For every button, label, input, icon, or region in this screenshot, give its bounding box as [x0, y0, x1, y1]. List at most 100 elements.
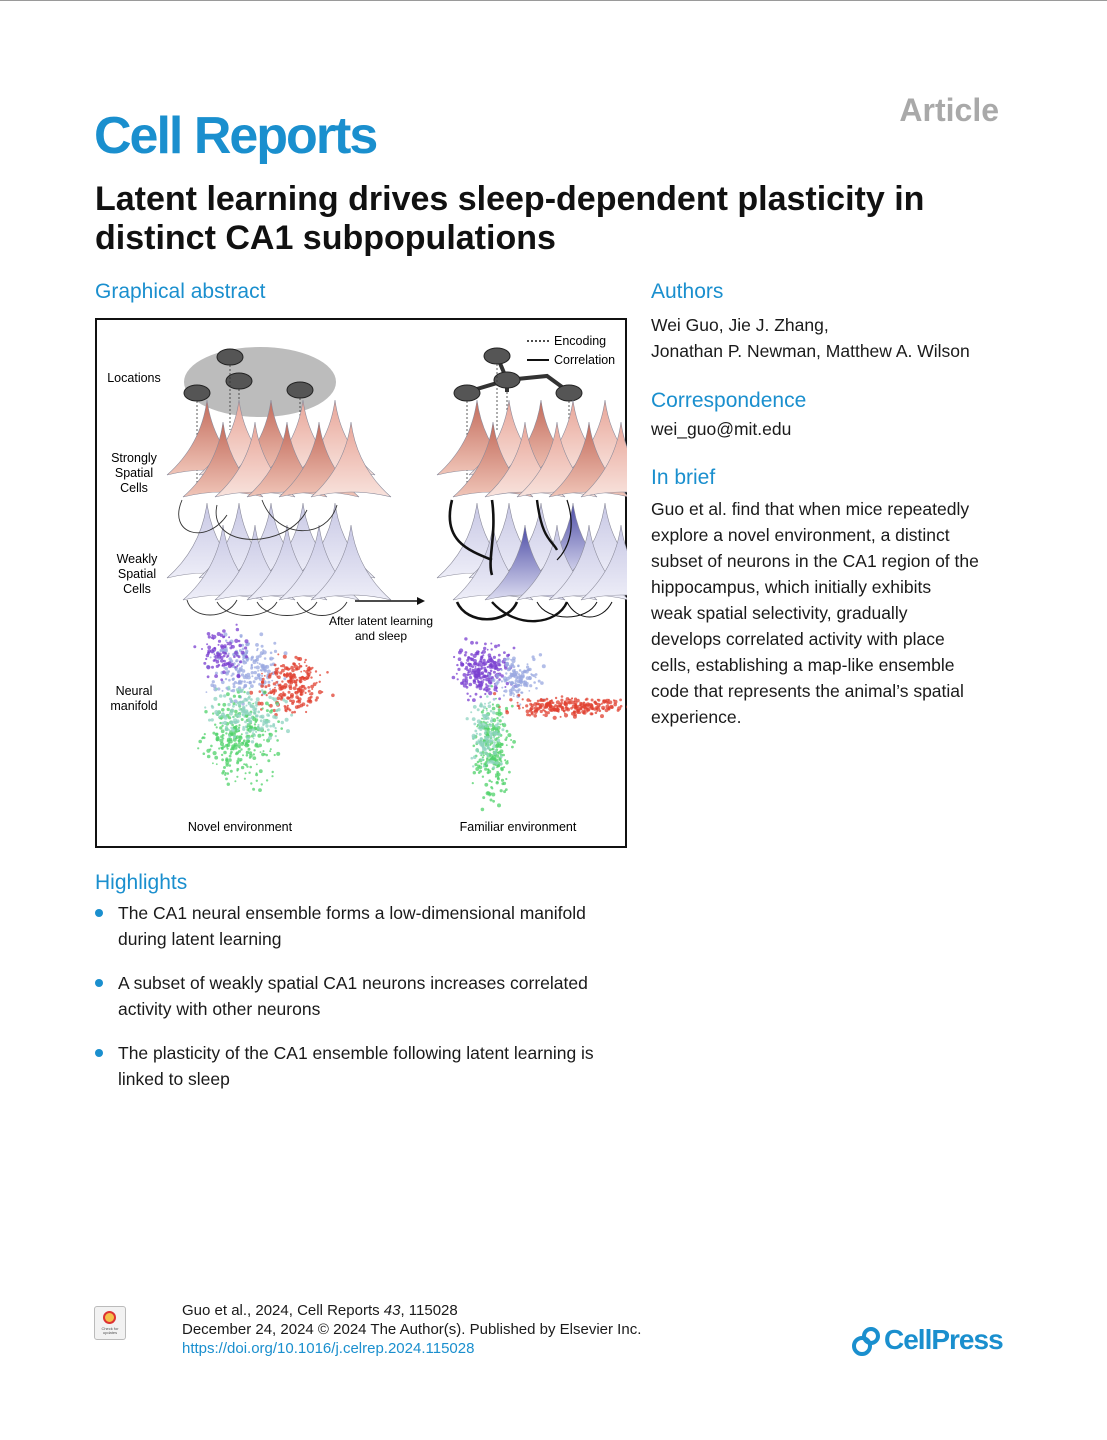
manifold-point [283, 651, 288, 656]
manifold-point [504, 706, 509, 711]
manifold-point [237, 757, 240, 760]
manifold-point [244, 741, 248, 745]
manifold-point [215, 738, 219, 742]
manifold-point [258, 788, 262, 792]
manifold-point [235, 703, 238, 706]
manifold-point [539, 698, 543, 701]
manifold-point [283, 673, 286, 676]
manifold-point [273, 641, 277, 645]
citation-line: Guo et al., 2024, Cell Reports 43, 11502… [182, 1301, 458, 1320]
manifold-point [517, 688, 521, 692]
manifold-point [223, 632, 228, 637]
manifold-point [242, 727, 246, 731]
manifold-point [259, 632, 264, 637]
manifold-point [502, 753, 506, 757]
manifold-point [307, 696, 312, 701]
manifold-point [512, 695, 515, 697]
manifold-point [464, 651, 468, 654]
authors-line-2: Jonathan P. Newman, Matthew A. Wilson [651, 341, 970, 361]
manifold-point [239, 660, 243, 664]
manifold-point [276, 703, 279, 706]
article-type-label: Article [899, 92, 999, 128]
manifold-point [480, 655, 484, 659]
manifold-point [217, 703, 221, 706]
manifold-point [266, 669, 271, 674]
manifold-point [236, 665, 239, 667]
manifold-point [239, 689, 243, 693]
manifold-point [214, 674, 218, 678]
manifold-point [488, 674, 492, 678]
manifold-point [502, 781, 507, 786]
manifold-point [499, 723, 502, 726]
manifold-point [238, 742, 241, 745]
manifold-point [238, 724, 241, 727]
manifold-point [281, 664, 286, 668]
manifold-point [231, 688, 236, 693]
manifold-point [296, 668, 299, 671]
manifold-point [226, 772, 230, 775]
manifold-point [570, 700, 575, 705]
manifold-point [497, 653, 501, 657]
manifold-point [479, 659, 483, 662]
manifold-point [495, 697, 497, 700]
manifold-point [221, 680, 225, 685]
manifold-point [464, 667, 467, 670]
manifold-point [485, 740, 488, 743]
manifold-point [601, 705, 606, 710]
manifold-point [223, 659, 226, 663]
manifold-point [224, 773, 227, 776]
locations-novel [183, 347, 336, 490]
manifold-point [493, 736, 496, 739]
manifold-point [526, 713, 530, 717]
manifold-point [240, 710, 244, 714]
manifold-point [264, 720, 268, 724]
manifold-point [486, 742, 489, 745]
manifold-point [491, 748, 494, 751]
manifold-point [472, 771, 476, 775]
manifold-point [608, 700, 613, 705]
manifold-point [300, 689, 305, 693]
manifold-point [201, 736, 205, 739]
manifold-point [253, 734, 256, 737]
manifold-point [206, 675, 210, 679]
manifold-point [259, 751, 262, 753]
manifold-point [306, 666, 311, 672]
manifold-point [544, 704, 549, 709]
manifold-point [304, 691, 307, 694]
manifold-point [482, 658, 486, 662]
doi-link[interactable]: https://doi.org/10.1016/j.celrep.2024.11… [182, 1340, 475, 1357]
manifold-point [219, 655, 224, 660]
manifold-point [506, 657, 510, 661]
manifold-point [508, 770, 511, 774]
manifold-point [218, 747, 221, 750]
manifold-point [481, 775, 485, 778]
graphical-abstract-heading: Graphical abstract [95, 280, 266, 303]
label-weakly-1: Weakly [117, 552, 159, 566]
manifold-point [237, 663, 240, 666]
manifold-point [269, 651, 273, 655]
manifold-point [463, 653, 467, 657]
manifold-point [272, 715, 276, 719]
manifold-point [259, 651, 264, 656]
manifold-point [487, 658, 492, 663]
manifold-point [498, 697, 501, 701]
manifold-point [263, 675, 266, 677]
manifold-point [245, 677, 248, 680]
manifold-point [600, 702, 603, 705]
manifold-point [504, 678, 508, 682]
manifold-point [305, 710, 308, 714]
manifold-point [289, 696, 291, 699]
manifold-point [271, 775, 274, 778]
manifold-point [305, 664, 308, 667]
correspondence-email[interactable]: wei_guo@mit.edu [651, 419, 792, 439]
manifold-point [241, 741, 245, 745]
manifold-point [304, 658, 307, 662]
in-brief-line: develops correlated activity with place [651, 629, 945, 649]
manifold-point [484, 782, 489, 787]
manifold-point [291, 676, 295, 680]
manifold-point [600, 714, 604, 719]
manifold-point [252, 659, 255, 662]
manifold-point [266, 728, 270, 732]
check-for-updates-badge[interactable]: Check for updates [94, 1306, 126, 1340]
manifold-point [484, 724, 489, 728]
